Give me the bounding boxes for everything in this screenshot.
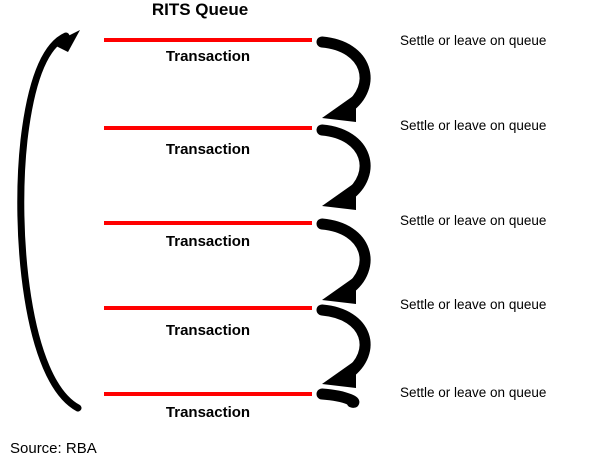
settle-or-leave-label: Settle or leave on queue	[400, 118, 547, 133]
queue-line	[104, 38, 312, 42]
transaction-label: Transaction	[165, 322, 251, 339]
transaction-label: Transaction	[165, 48, 251, 65]
settle-hook-arrow-2	[316, 124, 371, 210]
settle-hook-arrow-4	[316, 304, 371, 388]
queue-line	[104, 306, 312, 310]
settle-or-leave-label: Settle or leave on queue	[400, 213, 547, 228]
transaction-label: Transaction	[165, 233, 251, 250]
queue-line	[104, 126, 312, 130]
settle-or-leave-label: Settle or leave on queue	[400, 33, 547, 48]
settle-or-leave-label: Settle or leave on queue	[400, 297, 547, 312]
queue-line	[104, 392, 312, 396]
settle-hook-arrow-3	[316, 218, 371, 304]
queue-line	[104, 221, 312, 225]
settle-hook-arrow-1	[316, 36, 371, 122]
transaction-label: Transaction	[165, 141, 251, 158]
transaction-label: Transaction	[165, 404, 251, 421]
settle-hook-arrow-5	[316, 388, 360, 408]
source-caption: Source: RBA	[10, 440, 97, 457]
recycle-loop-arrow	[17, 30, 82, 412]
page-title: RITS Queue	[151, 0, 249, 19]
settle-or-leave-label: Settle or leave on queue	[400, 385, 547, 400]
